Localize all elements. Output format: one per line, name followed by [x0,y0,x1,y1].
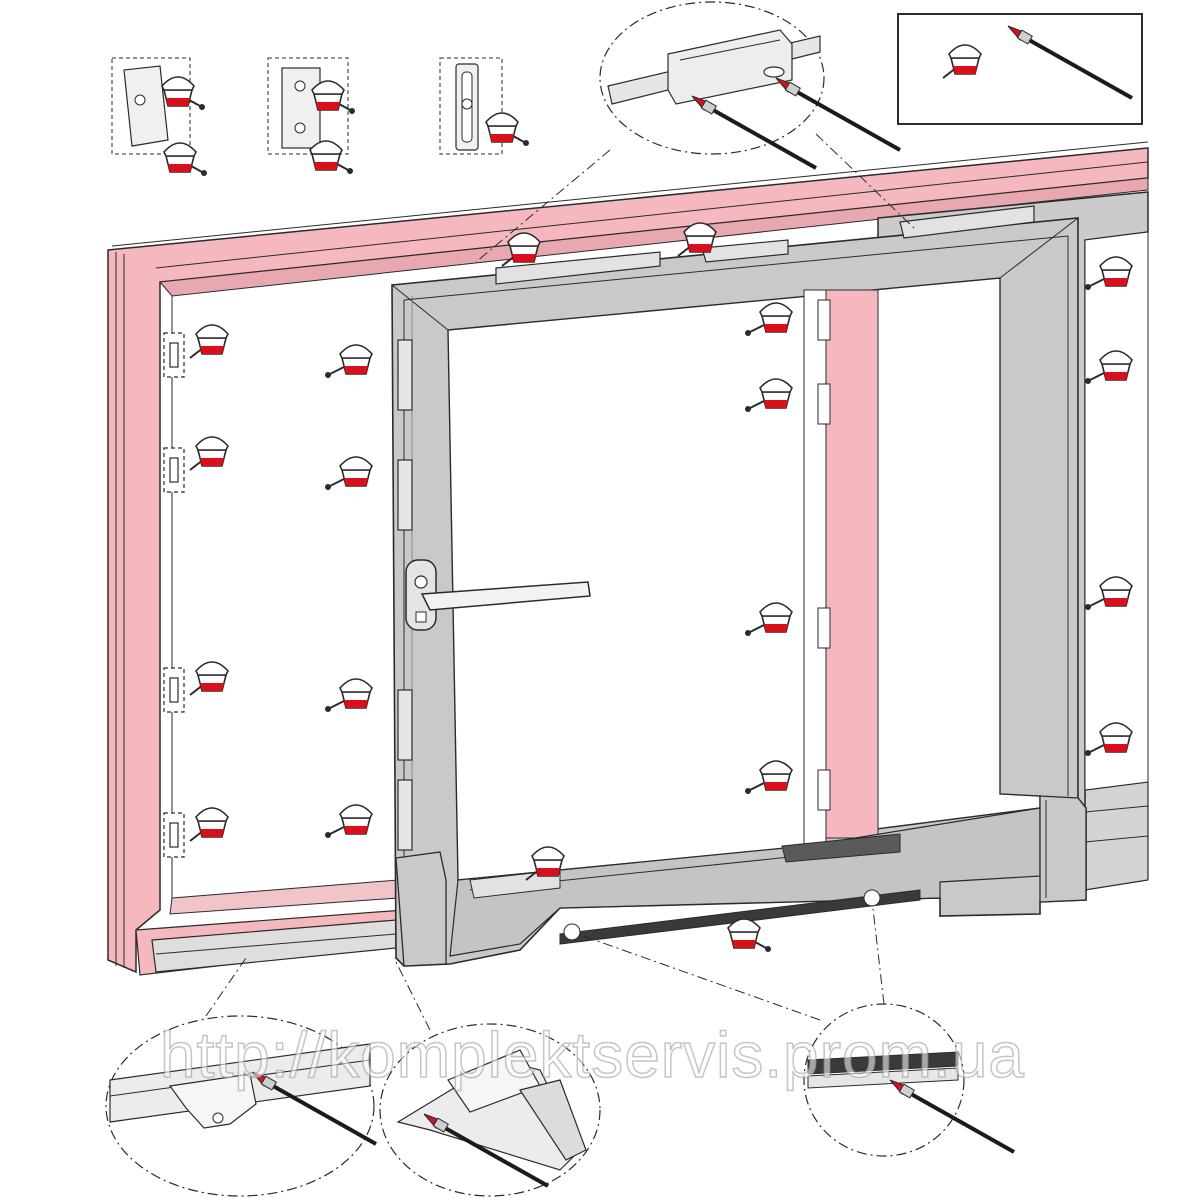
hardware-detail-keepers [111,57,530,177]
window-handle [405,559,591,631]
lube-point [189,661,229,696]
lube-point [324,456,373,491]
left-keepers [163,332,185,858]
lube-point [324,804,373,839]
lube-point [189,324,229,359]
lube-point [189,807,229,842]
top-detail-callout [475,1,917,263]
lube-point [727,918,772,953]
lube-point [189,436,229,471]
bottom-detail-callouts [105,889,1016,1197]
legend-box [897,13,1143,125]
lube-point [324,344,373,379]
sliding-sash [391,205,1087,967]
lube-point [324,678,373,713]
